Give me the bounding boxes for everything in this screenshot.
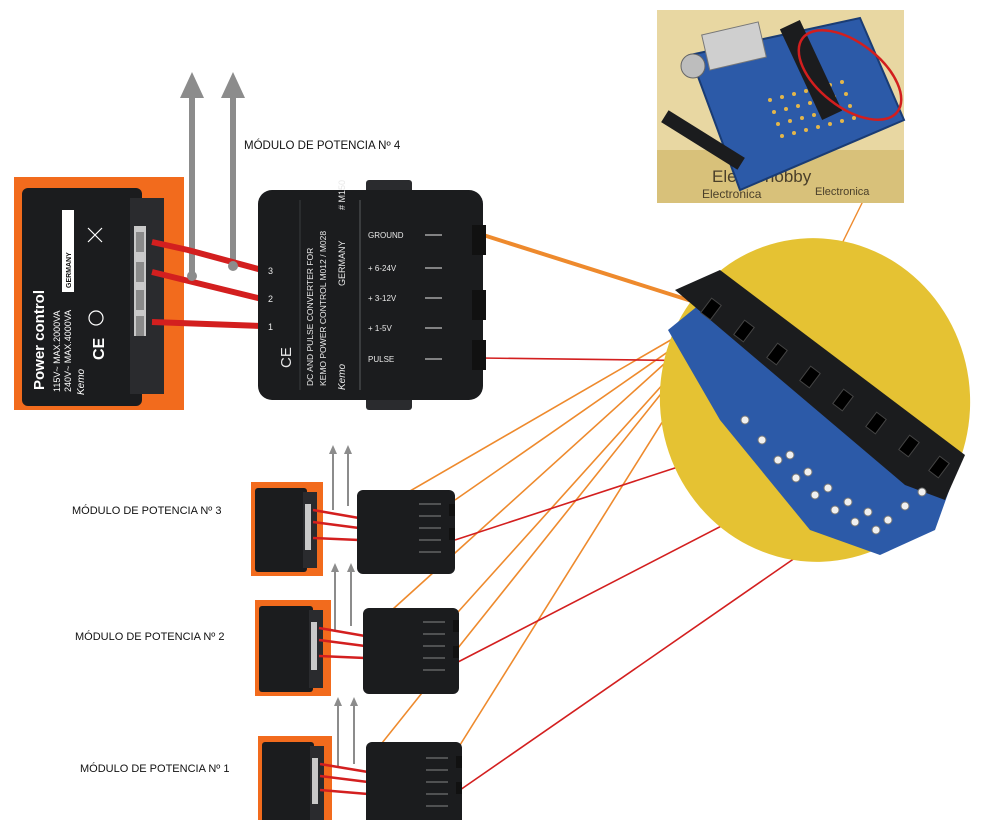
output-arrows-4: [180, 72, 245, 276]
sd-card-slot: [701, 21, 767, 71]
junction-4b: [228, 261, 238, 271]
converter-pin-3: 3: [268, 266, 273, 276]
header-zoom: [659, 238, 971, 562]
converter-subtitle: KEMO POWER CONTROL M012 / M028: [318, 231, 328, 386]
output-arrows-3: [329, 445, 352, 510]
power-control-brand: Kemo: [76, 368, 87, 395]
converter-pin-1-5v: + 1-5V: [368, 324, 392, 333]
module-3-label: MÓDULO DE POTENCIA Nº 3: [72, 504, 222, 517]
power-control-rating-1: 115V~ MAX.2000VA: [52, 311, 62, 392]
coin-battery: [680, 53, 706, 79]
power-control-origin: GERMANY: [66, 252, 73, 288]
watermark-electronica: Electronica: [702, 187, 762, 201]
header-highlight-circle: [797, 29, 903, 121]
converter-pin-pulse: PULSE: [368, 355, 394, 364]
power-control-unit: Power control 115V~ MAX.2000VA 240V~ MAX…: [22, 188, 164, 406]
watermark-electronica-2: Electronica: [815, 186, 870, 198]
converter-pin-2: 2: [268, 294, 273, 304]
power-module-2: [255, 563, 459, 696]
converter-pin-3-12v: + 3-12V: [368, 294, 397, 303]
shield-header-top: [779, 20, 843, 120]
power-control-ce-mark: CE: [91, 337, 108, 360]
converter-pin-ground: GROUND: [368, 231, 404, 240]
arduino-shield-photo: Electrohobby Electronica Electronica: [657, 10, 906, 203]
converter-title: DC AND PULSE CONVERTER FOR: [305, 248, 315, 386]
power-control-pot-icon: [88, 310, 104, 326]
output-arrows-2: [331, 563, 355, 630]
power-control-rating-2: 240V~ MAX.4000VA: [63, 310, 73, 392]
power-module-3: [251, 445, 455, 576]
converter-model: # M150: [337, 180, 347, 210]
power-control-title: Power control: [31, 290, 48, 390]
ground-wire-4: [479, 232, 721, 312]
module-4-label: MÓDULO DE POTENCIA Nº 4: [244, 139, 401, 152]
control-wires-4: [151, 239, 263, 329]
zoom-header-slots: [700, 297, 950, 479]
module-1-label: MÓDULO DE POTENCIA Nº 1: [80, 762, 230, 775]
zoom-pcb: [668, 300, 960, 555]
power-module-1: [258, 697, 462, 820]
ground-wire-extra-a: [359, 307, 727, 521]
module-2-label: MÓDULO DE POTENCIA Nº 2: [75, 630, 225, 643]
converter-pin-6-24v: + 6-24V: [368, 264, 397, 273]
power-module-4: MÓDULO DE POTENCIA Nº 4 Power control 11…: [14, 72, 486, 410]
zoom-pcb-pads: [740, 415, 927, 535]
output-arrows-1: [334, 697, 358, 768]
power-control-bin-icon: [87, 227, 103, 243]
junction-4a: [187, 271, 197, 281]
dc-pulse-converter-4: 3 2 1 DC AND PULSE CONVERTER FOR KEMO PO…: [258, 180, 486, 410]
converter-brand: Kemo: [337, 363, 348, 390]
converter-origin: GERMANY: [337, 240, 347, 286]
converter-pin-1: 1: [268, 322, 273, 332]
converter-ce-mark: CE: [278, 347, 295, 368]
shield-header-bottom: [661, 110, 745, 170]
